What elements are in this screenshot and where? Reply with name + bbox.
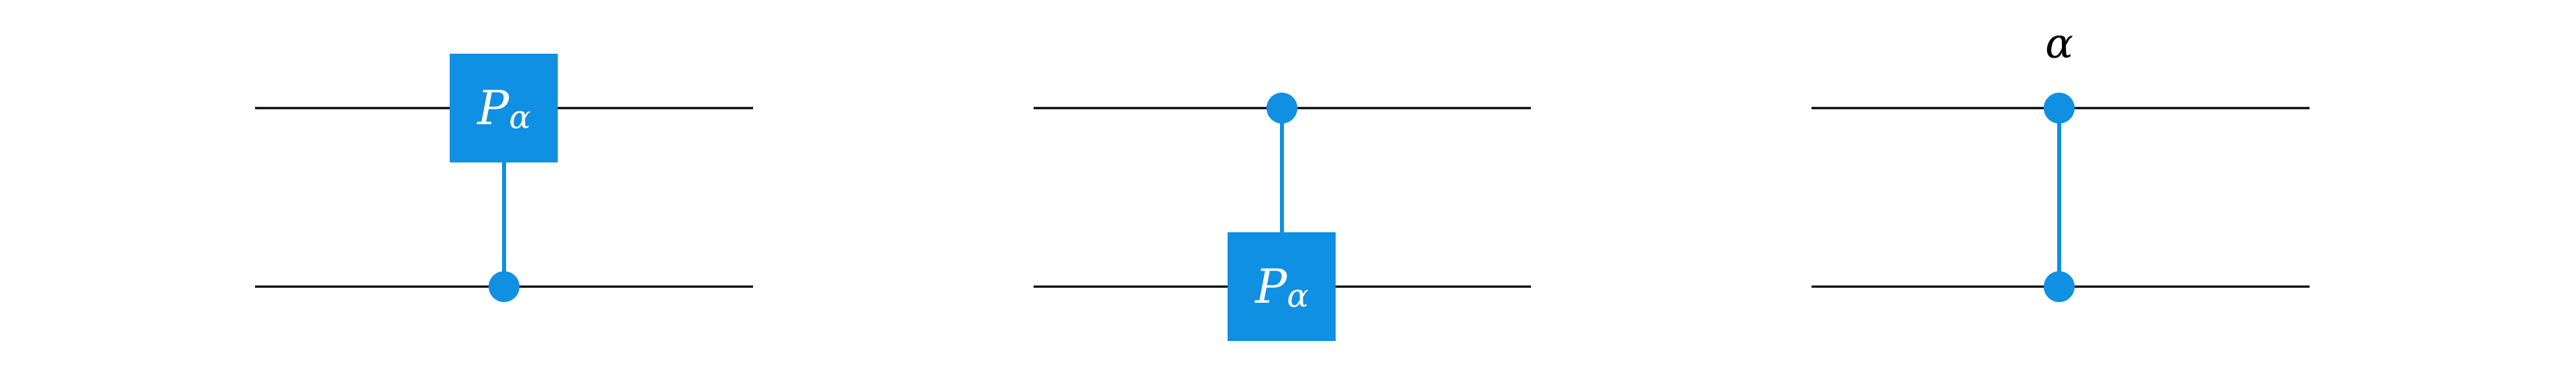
circuit-2-gate-label: Pα bbox=[1254, 259, 1309, 315]
circuit-2-gate-subscript: α bbox=[1287, 277, 1308, 315]
circuit-2-control-dot bbox=[1267, 93, 1297, 124]
circuit-2-gate-symbol: P bbox=[1254, 259, 1288, 314]
circuit-3: α bbox=[1812, 19, 2310, 302]
circuit-1-control-dot bbox=[489, 271, 519, 302]
circuit-3-parameter-label: α bbox=[2045, 19, 2073, 68]
circuit-1-gate-box bbox=[450, 54, 558, 162]
circuit-1-gate-symbol: P bbox=[476, 81, 510, 136]
circuit-1-gate-subscript: α bbox=[509, 99, 530, 136]
circuit-1: Pα bbox=[255, 54, 753, 302]
circuit-1-gate-label: Pα bbox=[476, 81, 531, 136]
circuit-2: Pα bbox=[1034, 93, 1531, 341]
circuit-2-gate-box bbox=[1228, 232, 1336, 341]
circuit-3-top-dot bbox=[2044, 93, 2075, 124]
circuit-3-bottom-dot bbox=[2044, 271, 2075, 302]
